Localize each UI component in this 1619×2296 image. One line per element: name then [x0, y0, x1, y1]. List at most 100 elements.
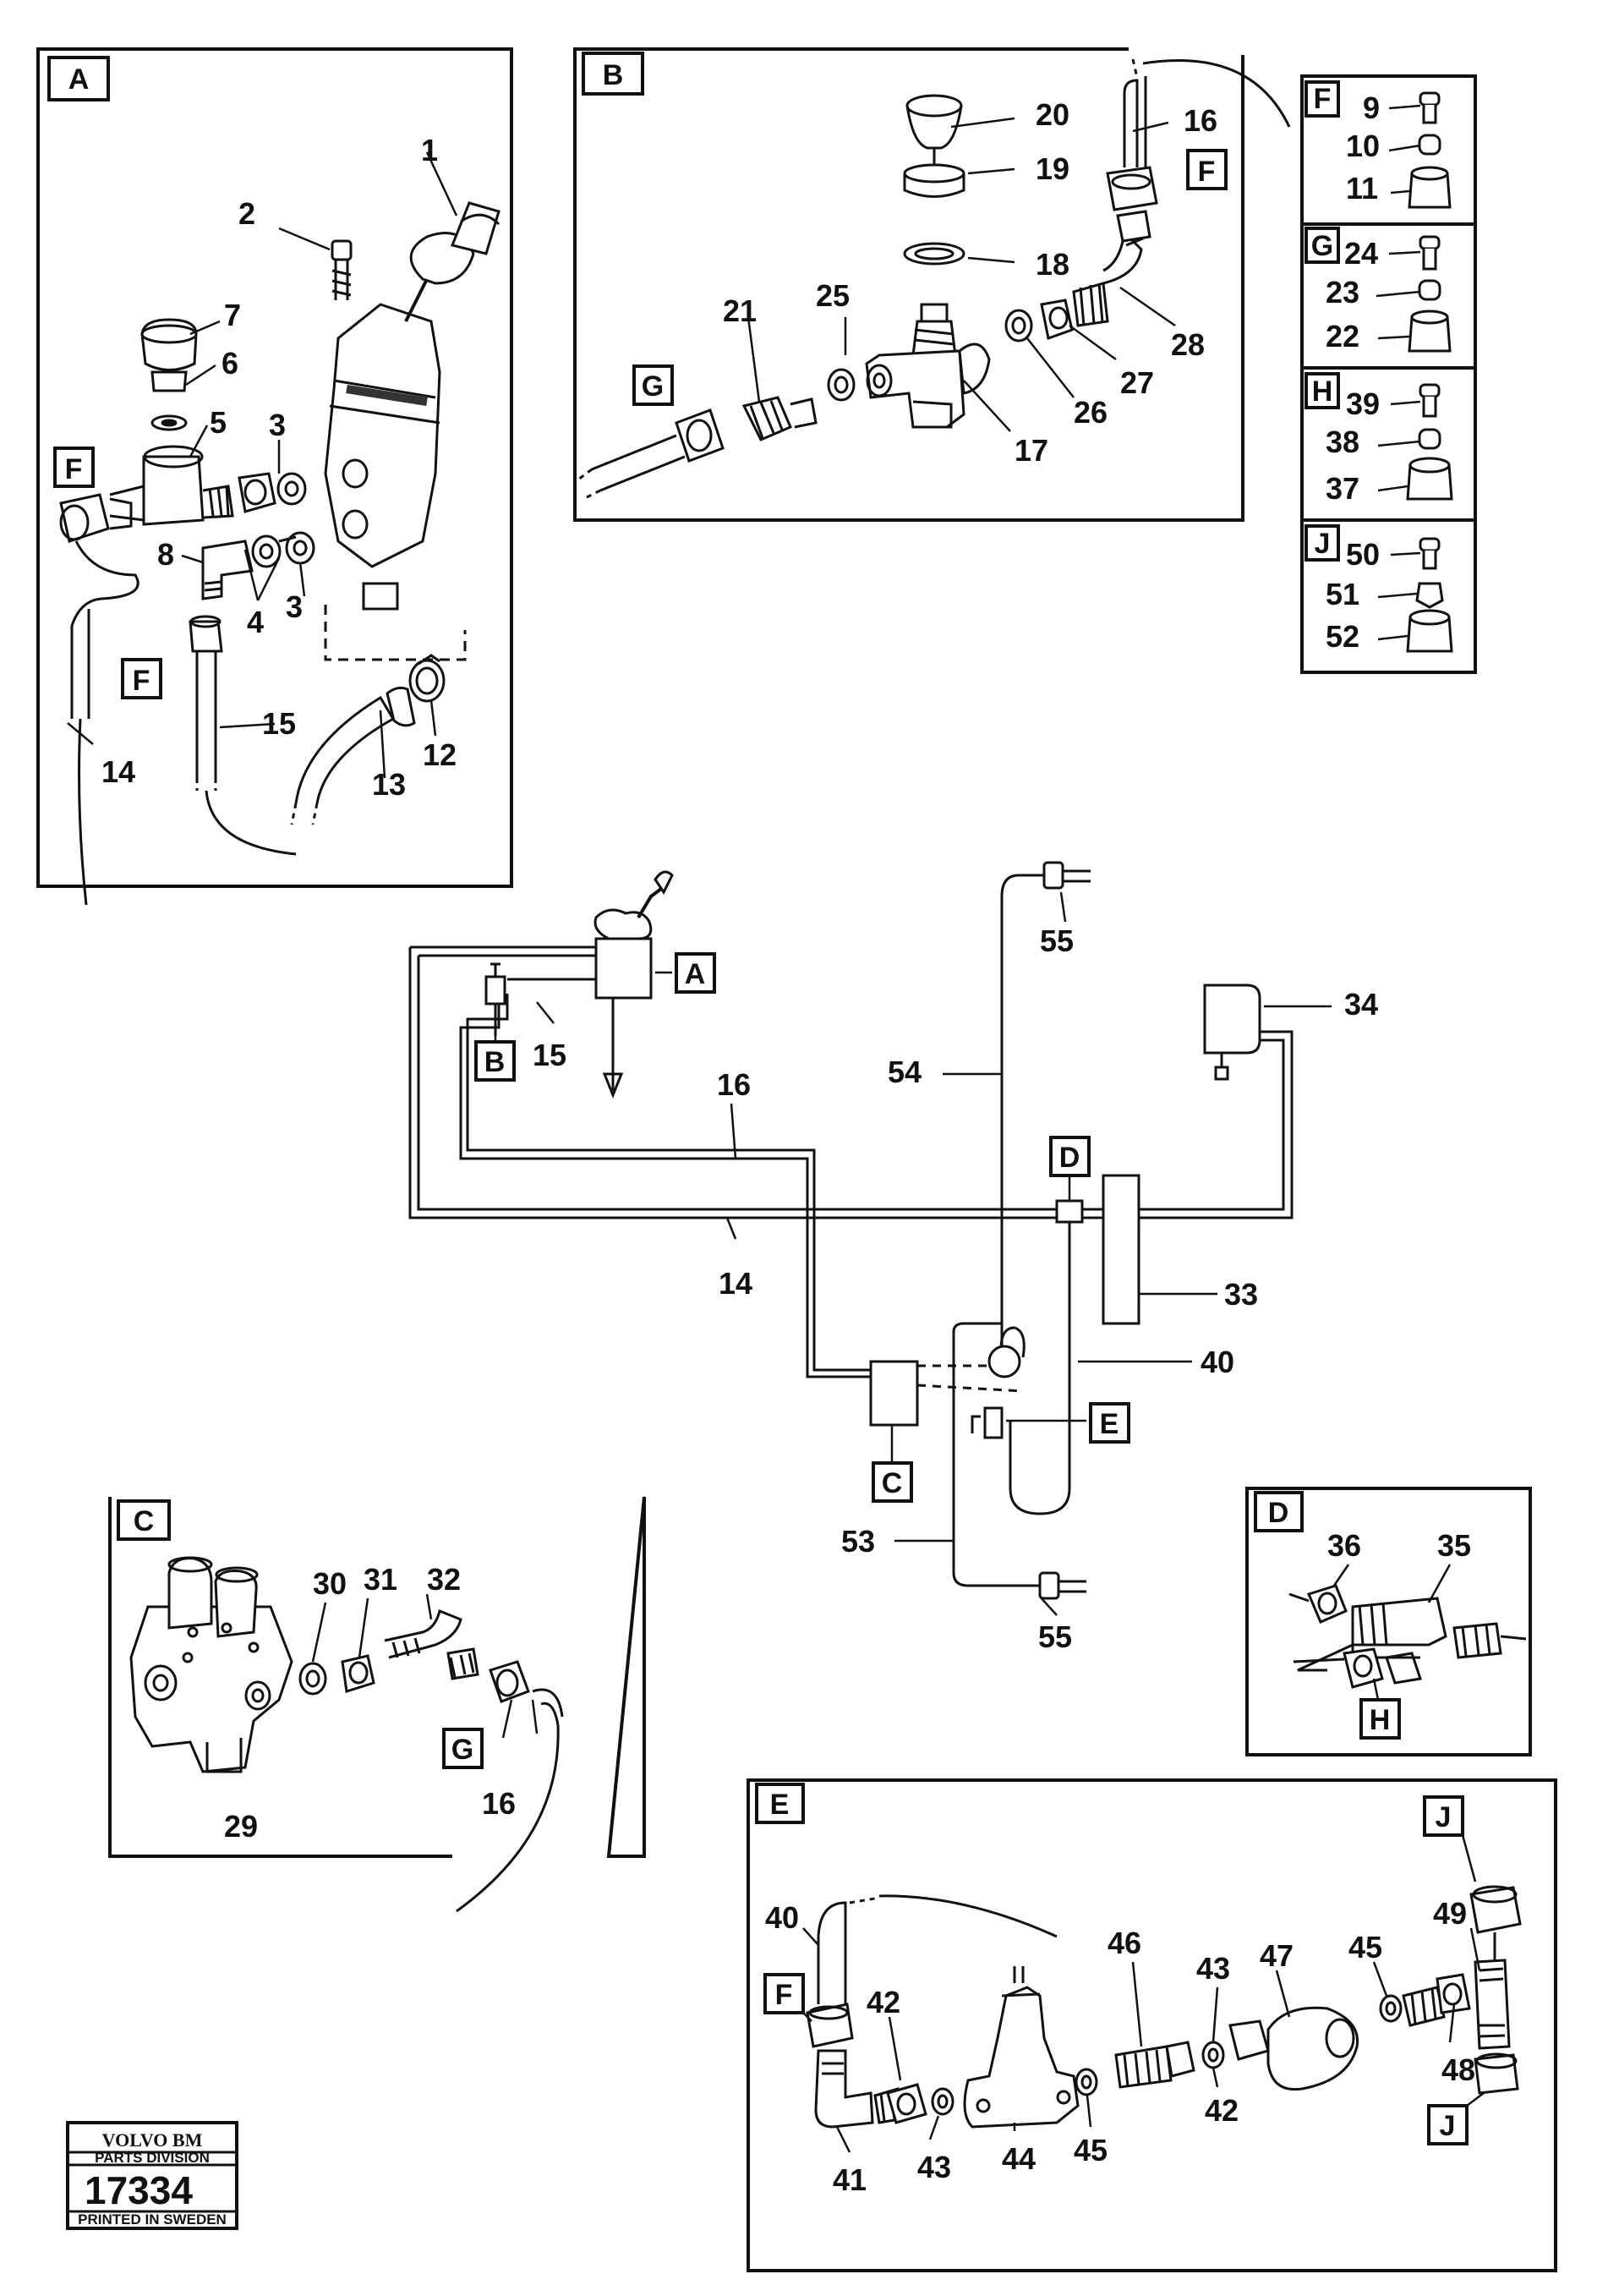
callout-18: 18	[1036, 247, 1069, 282]
tag-j: J	[1440, 2110, 1456, 2142]
callout-26: 26	[1074, 395, 1108, 430]
stamp-printed: PRINTED IN SWEDEN	[78, 2211, 227, 2228]
cap-part	[140, 318, 198, 431]
stamp-number: 17334	[85, 2168, 193, 2212]
panel-b-tag: B	[603, 59, 624, 91]
panel-e-leaders	[802, 1927, 1481, 2153]
set-g: G 24 23 22	[1304, 227, 1452, 353]
callout-44: 44	[1002, 2141, 1036, 2176]
callout-48: 48	[1441, 2052, 1475, 2087]
callout-13: 13	[372, 767, 406, 802]
callout-3b: 3	[286, 589, 303, 624]
hose-lines	[70, 540, 467, 906]
tag-h: H	[1370, 1704, 1391, 1736]
clamp-part	[408, 654, 446, 703]
panel-c-labels: 30 31 32 29 16 G	[224, 1562, 516, 1844]
elbow-part	[189, 540, 254, 653]
callout-9: 9	[1363, 90, 1380, 125]
panel-a: A	[36, 47, 513, 906]
callout-29: 29	[224, 1809, 258, 1844]
callout-4: 4	[247, 605, 264, 639]
panel-b-labels: 20 19 16 18 21 25 26 27 28 17 G F	[632, 97, 1228, 468]
callout-32: 32	[427, 1562, 461, 1597]
callout-36: 36	[1327, 1528, 1361, 1563]
callout-14: 14	[101, 754, 135, 789]
callout-8: 8	[157, 537, 174, 572]
tee-fitting-part	[109, 445, 234, 526]
callout-37: 37	[1326, 471, 1359, 506]
tag-j: J	[1436, 1801, 1452, 1833]
callout-20: 20	[1036, 97, 1069, 132]
callout-53: 53	[841, 1524, 875, 1559]
panel-e-tag: E	[770, 1789, 790, 1821]
callout-7: 7	[224, 298, 241, 332]
panel-d-leaders	[1332, 1564, 1452, 1701]
callout-43b: 43	[917, 2150, 951, 2184]
callout-45b: 45	[1074, 2133, 1108, 2167]
callout-5: 5	[210, 405, 227, 440]
callout-2: 2	[238, 196, 255, 231]
stamp-brand: VOLVO BM	[102, 2129, 203, 2151]
set-j-tag: J	[1315, 528, 1331, 560]
callout-41: 41	[833, 2162, 867, 2197]
nut-part	[59, 493, 133, 543]
panel-a-labels: 1 2 7 6 5 3 8 4 3 15 14 13 12 F F	[53, 133, 457, 802]
tag-d: D	[1059, 1142, 1080, 1174]
fittings-left-part	[574, 368, 856, 501]
callout-28: 28	[1171, 327, 1205, 362]
callout-52: 52	[1326, 619, 1359, 654]
set-f: F 9 10 11	[1304, 80, 1452, 209]
callout-40: 40	[1201, 1345, 1234, 1379]
callout-31: 31	[364, 1562, 397, 1597]
panel-d: D 36 35 H	[1245, 1487, 1532, 1756]
tag-b: B	[484, 1046, 506, 1078]
set-f-tag: F	[1314, 83, 1332, 115]
panel-e: E	[747, 1778, 1557, 2272]
panel-c-fittings	[298, 1608, 564, 1913]
set-j: J 50 51 52	[1304, 524, 1453, 654]
callout-42b: 42	[1205, 2093, 1239, 2128]
tag-g: G	[642, 370, 664, 403]
panel-c-tag: C	[134, 1505, 155, 1537]
valve-part	[865, 303, 991, 429]
callout-55: 55	[1040, 923, 1074, 958]
callout-1: 1	[421, 133, 438, 167]
nut-washer-stack-part	[238, 472, 315, 568]
schematic-labels: 55 34 54 15 16 14 33 40 53 55 A B D C E	[474, 923, 1378, 1654]
callout-23: 23	[1326, 275, 1359, 310]
schematic-leaders	[494, 891, 1332, 1616]
callout-35: 35	[1437, 1528, 1471, 1563]
callout-11: 11	[1346, 171, 1378, 205]
callout-54: 54	[888, 1055, 922, 1089]
callout-3: 3	[269, 408, 286, 442]
callout-39: 39	[1346, 386, 1380, 421]
callout-21: 21	[723, 293, 757, 328]
callout-49: 49	[1433, 1896, 1467, 1931]
panel-e-parts	[806, 1885, 1522, 2129]
tag-e: E	[1100, 1408, 1119, 1440]
callout-19: 19	[1036, 151, 1069, 186]
callout-43: 43	[1196, 1951, 1230, 1986]
callout-15: 15	[533, 1038, 566, 1072]
panel-e-labels: 40 42 46 43 47 45 49 41 43 44 45 42 48 F…	[763, 1795, 1485, 2197]
callout-16: 16	[1184, 103, 1217, 138]
callout-15: 15	[262, 706, 296, 741]
tag-f: F	[775, 1979, 793, 2011]
panel-d-parts	[1288, 1584, 1527, 1689]
callout-22: 22	[1326, 319, 1359, 353]
callout-34: 34	[1344, 987, 1378, 1022]
tag-f: F	[65, 453, 83, 485]
screw-part	[331, 239, 353, 300]
tag-a: A	[685, 958, 706, 990]
callout-38: 38	[1326, 425, 1359, 459]
tag-f: F	[133, 665, 150, 697]
panel-d-tag: D	[1268, 1497, 1289, 1529]
callout-25: 25	[816, 278, 850, 313]
callout-46: 46	[1108, 1926, 1141, 1960]
tag-f: F	[1198, 156, 1216, 188]
stamp-division: PARTS DIVISION	[95, 2150, 210, 2166]
callout-51: 51	[1326, 577, 1359, 611]
callout-55b: 55	[1038, 1619, 1072, 1654]
panel-b: B	[573, 47, 1291, 522]
